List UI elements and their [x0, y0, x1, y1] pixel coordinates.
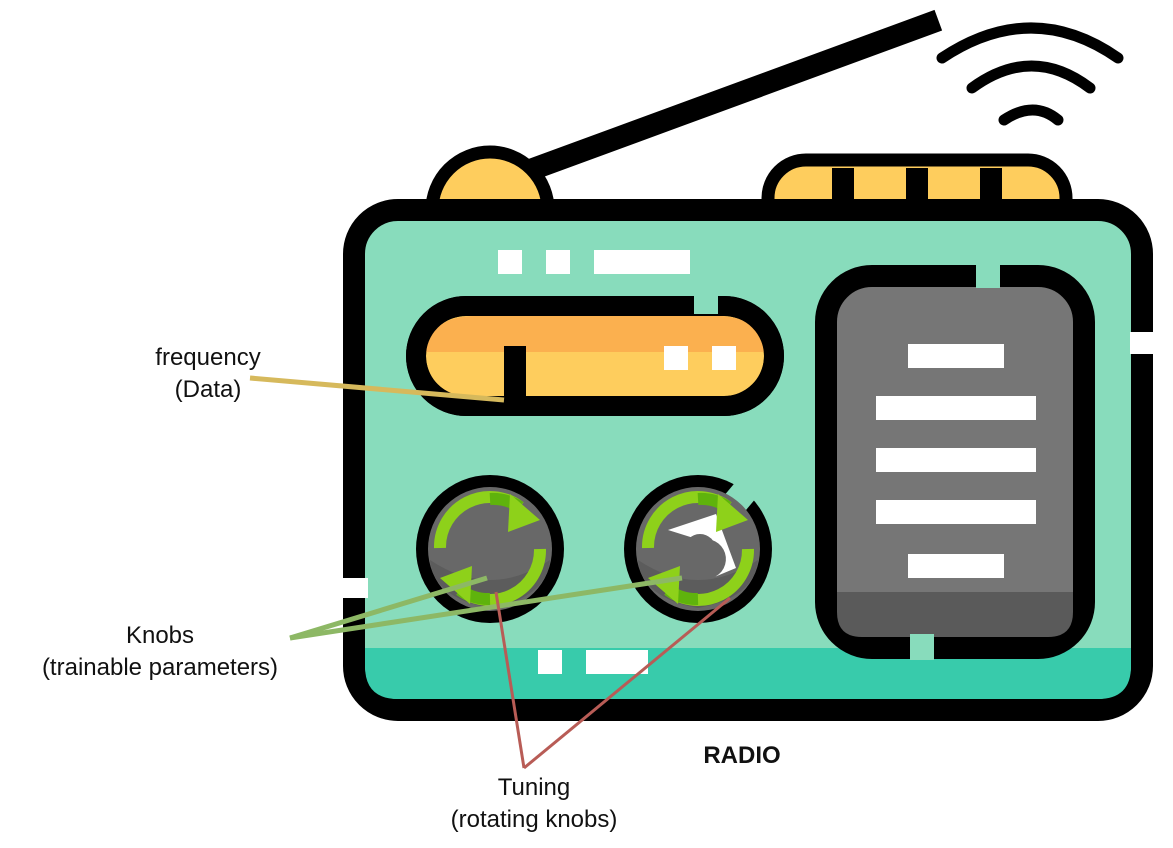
knobs-pointer — [289, 575, 683, 641]
rotate-arrows-icon — [433, 491, 547, 606]
frequency-label-line2: (Data) — [174, 376, 242, 403]
frequency-display-shade — [426, 316, 720, 352]
knobs-label-line1: Knobs — [125, 622, 195, 649]
frequency-label-line1: frequency — [155, 344, 261, 371]
frequency-label: frequency (Data) — [128, 342, 288, 406]
tuning-label-line1: Tuning — [497, 774, 571, 801]
frequency-display-border — [406, 296, 784, 416]
antenna-base — [425, 145, 555, 217]
frequency-pointer — [249, 375, 505, 403]
tuning-label-line2: (rotating knobs) — [450, 806, 618, 833]
top-button-dividers — [832, 168, 1002, 208]
bottom-indicators — [538, 650, 648, 674]
knobs-label: Knobs (trainable parameters) — [10, 620, 310, 684]
body-highlight-right — [1130, 332, 1160, 354]
radio-title: RADIO — [703, 742, 781, 769]
tuning-label: Tuning (rotating knobs) — [418, 772, 650, 836]
top-indicators — [498, 250, 690, 274]
body-highlight-left — [338, 578, 368, 598]
knobs-label-line2: (trainable parameters) — [41, 654, 279, 681]
display-indicators — [664, 346, 736, 370]
speaker-slots — [876, 344, 1036, 578]
wifi-signal-icon — [936, 22, 1124, 126]
tuning-pointer — [494, 591, 731, 770]
antenna — [510, 9, 943, 187]
frequency-needle — [504, 346, 526, 406]
